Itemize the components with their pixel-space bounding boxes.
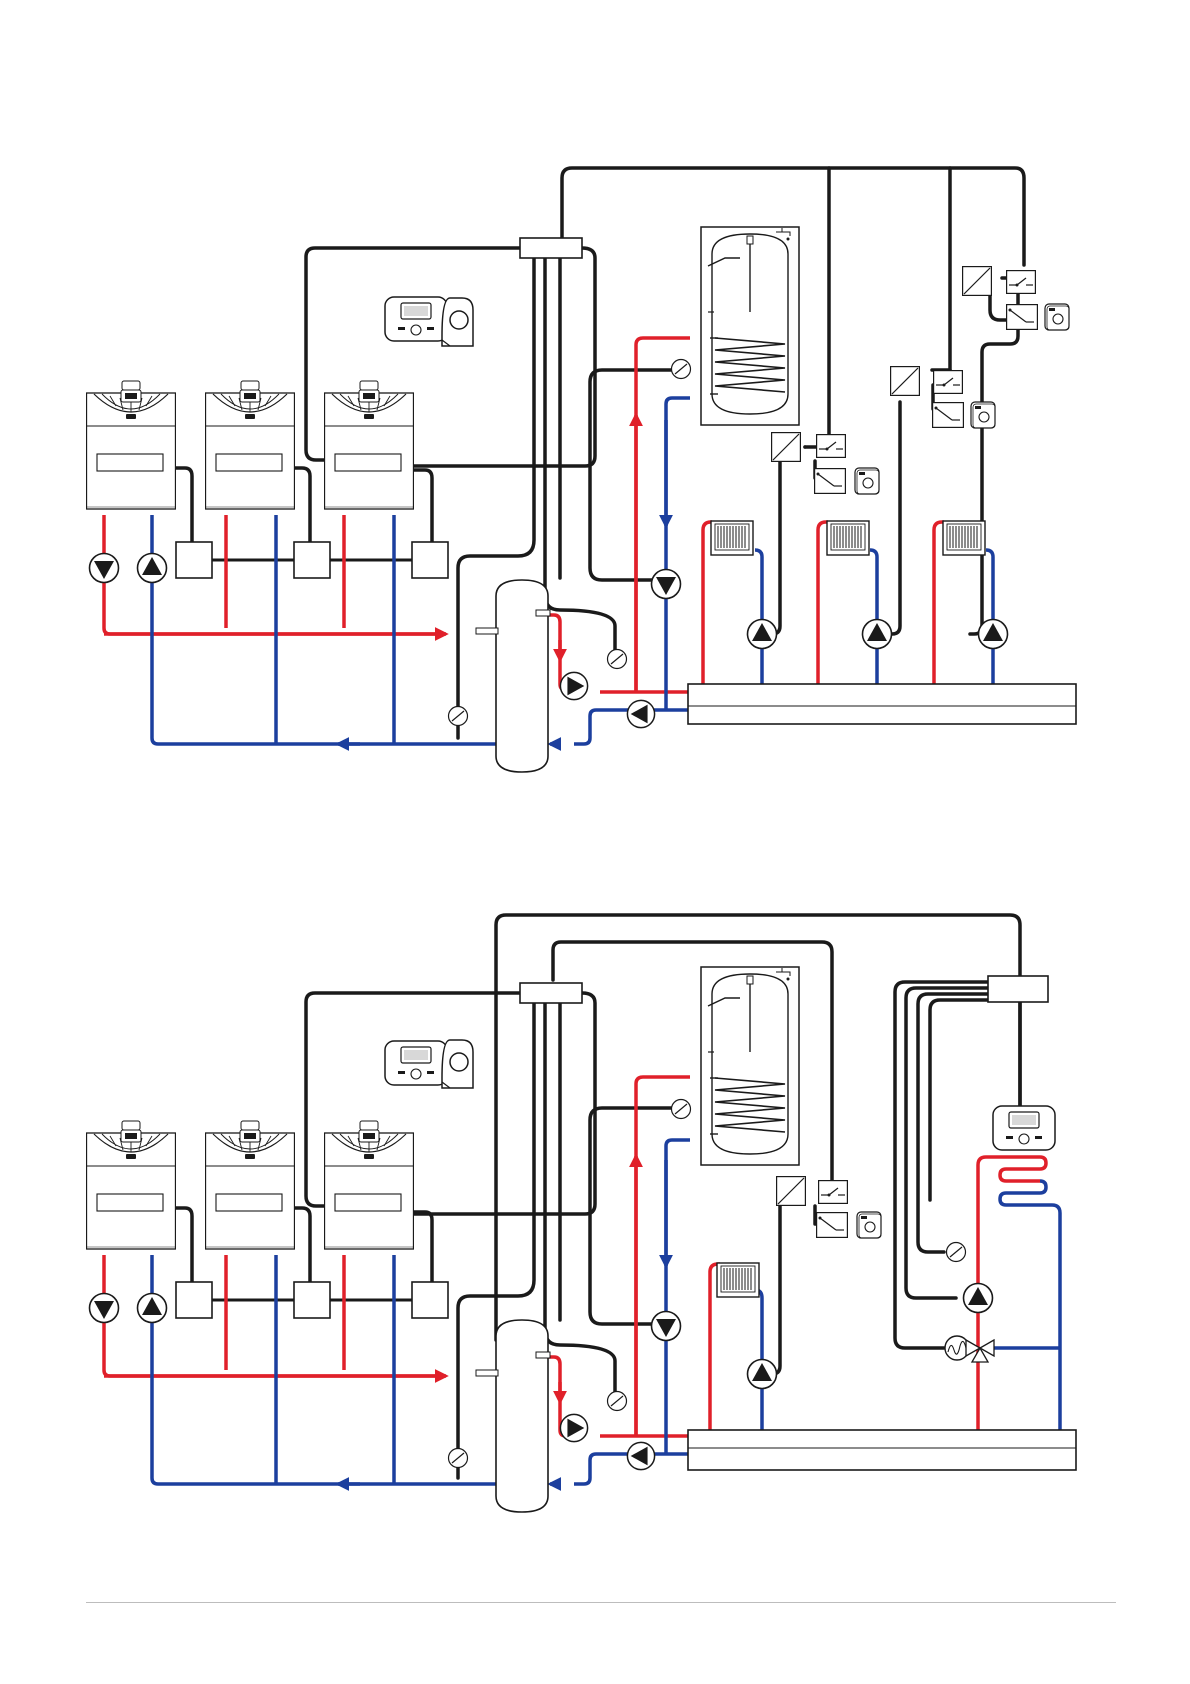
pump-icon	[138, 1294, 167, 1323]
hydraulic-separator	[496, 1320, 548, 1512]
bus-coupler	[520, 238, 582, 258]
sensor-icon	[672, 360, 691, 379]
room-sensor-icon	[817, 1213, 848, 1238]
pump-icon	[90, 554, 119, 583]
hydraulic-separator	[496, 580, 548, 772]
radiator-icon	[827, 521, 869, 555]
transformer-icon	[772, 433, 801, 462]
radiator-icon	[717, 1263, 759, 1297]
radiator-icon	[711, 521, 753, 555]
boiler-icon	[206, 381, 295, 509]
pump-icon	[748, 620, 777, 649]
distribution-manifold	[688, 1430, 1076, 1470]
control-module	[412, 1282, 448, 1318]
room-sensor-icon	[933, 403, 964, 428]
bus-coupler	[988, 976, 1048, 1002]
boiler-icon	[206, 1121, 295, 1249]
room-thermostat-icon	[855, 468, 879, 494]
pump-icon	[560, 1414, 587, 1441]
room-sensor-icon	[1007, 305, 1038, 330]
pump-icon	[627, 700, 654, 727]
pump-icon	[748, 1360, 777, 1389]
relay-icon	[819, 1181, 848, 1204]
room-thermostat-icon	[857, 1212, 881, 1238]
outdoor-sensor-icon	[442, 1040, 473, 1088]
distribution-manifold	[688, 684, 1076, 724]
radiator-icon	[943, 521, 985, 555]
pump-icon	[627, 1442, 654, 1469]
room-sensor-icon	[815, 469, 846, 494]
controller-icon	[385, 297, 447, 341]
pump-icon	[964, 1284, 993, 1313]
dhw-cylinder	[701, 967, 799, 1165]
pump-icon	[863, 620, 892, 649]
pump-icon	[560, 672, 587, 699]
controller-icon	[385, 1041, 447, 1085]
sensor-icon	[672, 1100, 691, 1119]
relay-icon	[1007, 271, 1036, 294]
relay-icon	[817, 435, 846, 458]
control-module	[176, 1282, 212, 1318]
sensor-icon	[449, 1449, 468, 1468]
boiler-icon	[87, 381, 176, 509]
relay-icon	[934, 371, 963, 394]
room-thermostat-icon	[1045, 304, 1069, 330]
sensor-icon	[608, 1392, 627, 1411]
mixing-valve-icon	[945, 1336, 994, 1362]
pump-icon	[90, 1294, 119, 1323]
bus-coupler	[520, 983, 582, 1003]
control-module	[294, 1282, 330, 1318]
sensor-icon	[608, 650, 627, 669]
footer-rule	[86, 1602, 1116, 1603]
pump-icon	[652, 570, 681, 599]
control-module	[176, 542, 212, 578]
transformer-icon	[777, 1177, 806, 1206]
boiler-icon	[325, 381, 414, 509]
transformer-icon	[963, 267, 992, 296]
dhw-cylinder	[701, 227, 799, 425]
outdoor-sensor-icon	[442, 298, 473, 346]
bottom-schematic	[87, 915, 1077, 1512]
pump-icon	[138, 554, 167, 583]
pump-icon	[652, 1312, 681, 1341]
boiler-icon	[87, 1121, 176, 1249]
room-thermostat-icon	[971, 402, 995, 428]
boiler-icon	[325, 1121, 414, 1249]
sensor-icon	[947, 1243, 966, 1262]
top-schematic	[87, 168, 1077, 772]
controller-icon	[993, 1106, 1055, 1150]
sensor-icon	[449, 707, 468, 726]
control-module	[412, 542, 448, 578]
pump-icon	[979, 620, 1008, 649]
transformer-icon	[891, 367, 920, 396]
control-module	[294, 542, 330, 578]
